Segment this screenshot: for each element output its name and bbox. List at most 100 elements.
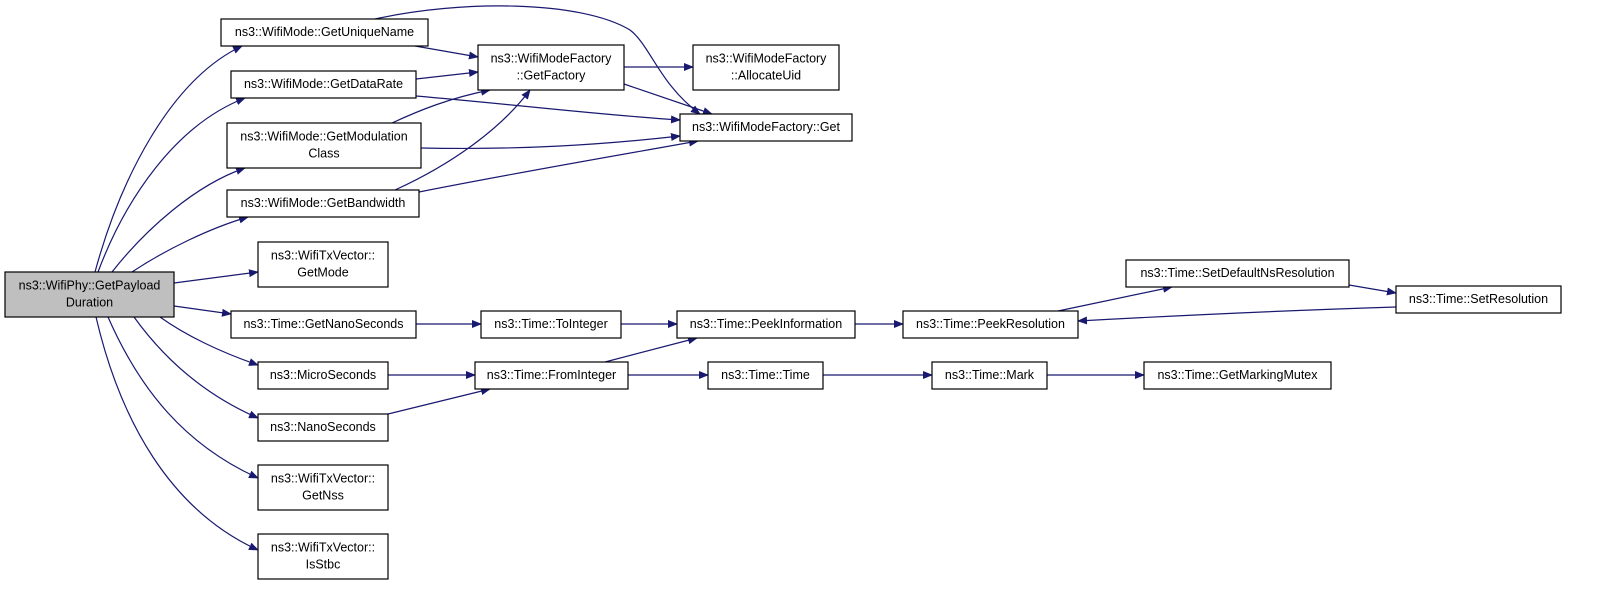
edge-wmf_getfactory-to-wmf_get	[623, 83, 713, 115]
node-label-line: ns3::Time::SetDefaultNsResolution	[1140, 266, 1334, 280]
edge-root-to-tx_getmode	[173, 269, 259, 284]
node-label-line: ns3::Time::PeekInformation	[690, 317, 842, 331]
node-label-line: ns3::WifiTxVector::	[271, 248, 375, 262]
node-label-line: ::AllocateUid	[731, 68, 801, 82]
node-wm_bandwidth[interactable]: ns3::WifiMode::GetBandwidth	[226, 189, 420, 218]
node-label-line: ns3::WifiTxVector::	[271, 471, 375, 485]
node-box[interactable]	[1395, 285, 1562, 314]
node-wmf_get[interactable]: ns3::WifiModeFactory::Get	[679, 113, 853, 142]
node-time_getnano[interactable]: ns3::Time::GetNanoSeconds	[230, 310, 417, 339]
node-nanoseconds[interactable]: ns3::NanoSeconds	[257, 413, 389, 442]
node-label-line: ns3::Time::Mark	[945, 368, 1035, 382]
edge-wm_unique-to-wmf_get	[374, 5, 701, 115]
node-time_markingmutex[interactable]: ns3::Time::GetMarkingMutex	[1143, 361, 1332, 390]
node-box[interactable]	[230, 70, 417, 99]
node-label-line: ns3::NanoSeconds	[270, 420, 376, 434]
node-time_tointeger[interactable]: ns3::Time::ToInteger	[480, 310, 622, 339]
node-box[interactable]	[226, 189, 420, 218]
edge-root-to-nanoseconds	[133, 316, 259, 419]
edge-wm_datarate-to-wmf_getfactory	[415, 69, 479, 80]
node-box[interactable]	[676, 310, 856, 339]
node-label-line: ns3::Time::Time	[721, 368, 810, 382]
node-box[interactable]	[1125, 259, 1350, 288]
node-box[interactable]	[902, 310, 1079, 339]
node-time_frominteger[interactable]: ns3::Time::FromInteger	[474, 361, 629, 390]
node-label-line: GetNss	[302, 488, 344, 502]
node-box[interactable]	[692, 44, 840, 91]
node-box[interactable]	[230, 310, 417, 339]
node-label-line: ns3::WifiModeFactory::Get	[692, 120, 840, 134]
node-label-line: ns3::Time::PeekResolution	[916, 317, 1065, 331]
node-tx_getnss[interactable]: ns3::WifiTxVector::GetNss	[257, 464, 389, 511]
edge-root-to-wm_modclass	[111, 167, 246, 273]
node-box[interactable]	[474, 361, 629, 390]
edge-time_peekres-to-time_setdefault	[1057, 284, 1173, 312]
edge-root-to-wm_bandwidth	[131, 215, 249, 273]
node-label-line: Duration	[66, 295, 113, 309]
edge-root-to-wm_datarate	[97, 97, 246, 273]
nodes-layer: ns3::WifiPhy::GetPayloadDurationns3::Wif…	[4, 18, 1562, 580]
node-label-line: ns3::WifiModeFactory	[491, 51, 613, 65]
edge-wm_modclass-to-wmf_get	[420, 133, 681, 150]
node-wmf_getfactory[interactable]: ns3::WifiModeFactory::GetFactory	[477, 44, 625, 91]
node-box[interactable]	[220, 18, 429, 47]
node-wmf_allocuid[interactable]: ns3::WifiModeFactory::AllocateUid	[692, 44, 840, 91]
edge-time_setdefault-to-time_setres	[1348, 284, 1397, 296]
node-wm_unique[interactable]: ns3::WifiMode::GetUniqueName	[220, 18, 429, 47]
node-tx_getmode[interactable]: ns3::WifiTxVector::GetMode	[257, 241, 389, 288]
edge-wm_bandwidth-to-wmf_getfactory	[394, 89, 531, 191]
node-time_peekres[interactable]: ns3::Time::PeekResolution	[902, 310, 1079, 339]
node-microseconds[interactable]: ns3::MicroSeconds	[257, 361, 389, 390]
node-label-line: ns3::MicroSeconds	[270, 368, 376, 382]
node-box[interactable]	[257, 241, 389, 288]
node-time_mark[interactable]: ns3::Time::Mark	[931, 361, 1048, 390]
node-label-line: ns3::WifiTxVector::	[271, 540, 375, 554]
node-label-line: ns3::WifiMode::GetModulation	[240, 129, 407, 143]
node-box[interactable]	[4, 271, 175, 318]
node-time_peekinfo[interactable]: ns3::Time::PeekInformation	[676, 310, 856, 339]
node-box[interactable]	[707, 361, 824, 390]
edges-layer	[94, 5, 1397, 551]
node-label-line: ns3::Time::GetNanoSeconds	[243, 317, 403, 331]
node-time_time[interactable]: ns3::Time::Time	[707, 361, 824, 390]
node-box[interactable]	[257, 361, 389, 390]
edge-wm_modclass-to-wmf_getfactory	[391, 87, 491, 124]
node-label-line: ns3::WifiMode::GetUniqueName	[235, 25, 414, 39]
edge-wm_bandwidth-to-wmf_get	[418, 138, 699, 193]
node-box[interactable]	[257, 413, 389, 442]
node-label-line: ns3::Time::SetResolution	[1409, 292, 1548, 306]
node-tx_isstbc[interactable]: ns3::WifiTxVector::IsStbc	[257, 533, 389, 580]
node-label-line: ns3::WifiMode::GetBandwidth	[241, 196, 406, 210]
node-box[interactable]	[931, 361, 1048, 390]
node-label-line: Class	[308, 146, 339, 160]
node-box[interactable]	[257, 533, 389, 580]
edge-wm_datarate-to-wmf_get	[415, 95, 681, 124]
edge-root-to-time_getnano	[173, 305, 232, 317]
node-box[interactable]	[679, 113, 853, 142]
node-box[interactable]	[1143, 361, 1332, 390]
edge-wm_unique-to-wmf_getfactory	[414, 45, 479, 60]
node-box[interactable]	[226, 122, 422, 169]
node-wm_datarate[interactable]: ns3::WifiMode::GetDataRate	[230, 70, 417, 99]
edge-root-to-tx_isstbc	[95, 316, 259, 551]
node-box[interactable]	[257, 464, 389, 511]
edge-root-to-wm_unique	[94, 45, 243, 273]
node-label-line: ns3::WifiMode::GetDataRate	[244, 77, 403, 91]
edge-root-to-microseconds	[159, 316, 259, 366]
node-time_setdefault[interactable]: ns3::Time::SetDefaultNsResolution	[1125, 259, 1350, 288]
node-box[interactable]	[477, 44, 625, 91]
edge-nanoseconds-to-time_frominteger	[387, 387, 491, 415]
node-label-line: ns3::Time::ToInteger	[494, 317, 607, 331]
node-time_setres[interactable]: ns3::Time::SetResolution	[1395, 285, 1562, 314]
node-box[interactable]	[480, 310, 622, 339]
edge-root-to-tx_getnss	[107, 316, 259, 479]
node-label-line: ns3::WifiModeFactory	[706, 51, 828, 65]
node-label-line: ns3::Time::FromInteger	[487, 368, 616, 382]
edge-time_frominteger-to-time_peekinfo	[604, 336, 698, 363]
edge-time_setres-to-time_peekres	[1077, 306, 1397, 325]
node-label-line: IsStbc	[306, 557, 341, 571]
node-label-line: ns3::WifiPhy::GetPayload	[19, 278, 161, 292]
